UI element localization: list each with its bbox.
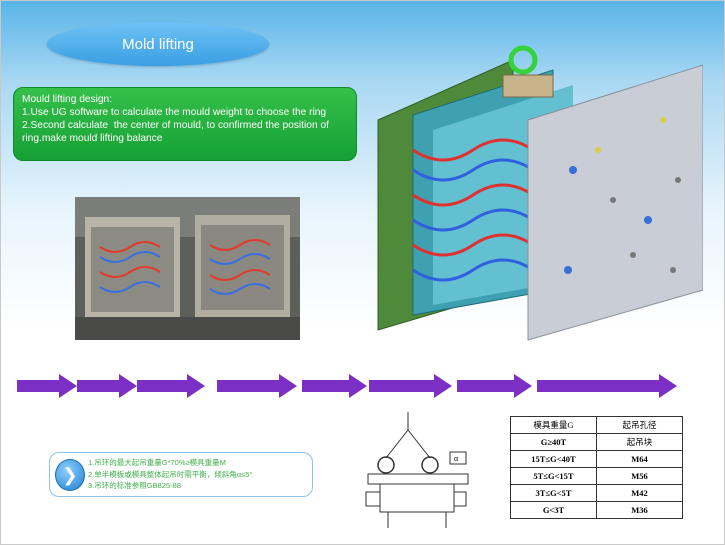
chevron-right-icon[interactable]: ❯ [55, 459, 85, 491]
header-hole: 起吊孔径 [596, 416, 683, 434]
table-row: 15T≤G<40T M64 [510, 450, 683, 468]
row-weight: G<3T [510, 501, 597, 519]
header-weight: 模具重量G [510, 416, 597, 434]
mold-3d-render [373, 40, 704, 345]
row-weight: G≥40T [510, 433, 597, 451]
table-row: 3T≤G<5T M42 [510, 484, 683, 502]
slide-title: Mold lifting [47, 22, 269, 66]
design-heading: Mould lifting design: [22, 94, 113, 105]
row-hole: M42 [596, 484, 683, 502]
lifting-ring-diagram: α [365, 412, 469, 528]
mold-photo [75, 197, 300, 340]
design-line-1: 1.Use UG software to calculate the mould… [22, 107, 327, 118]
table-row: G<3T M36 [510, 501, 683, 519]
row-hole: 起吊块 [596, 433, 683, 451]
row-weight: 15T≤G<40T [510, 450, 597, 468]
table-row: G≥40T 起吊块 [510, 433, 683, 451]
row-hole: M36 [596, 501, 683, 519]
process-arrows [17, 374, 677, 398]
lifting-design-box: Mould lifting design: 1.Use UG software … [13, 87, 357, 161]
ring-size-table: 模具重量G 起吊孔径 G≥40T 起吊块 15T≤G<40T M64 5T≤G<… [510, 416, 683, 519]
row-hole: M64 [596, 450, 683, 468]
row-weight: 3T≤G<5T [510, 484, 597, 502]
note-line-2: 2.单半模板或模具整体起吊时需平衡，倾斜角α≤5° [88, 469, 253, 479]
alpha-label: α [454, 454, 459, 463]
table-header-row: 模具重量G 起吊孔径 [510, 416, 683, 434]
row-weight: 5T≤G<15T [510, 467, 597, 485]
note-line-3: 3.吊环的标准参照GB825-88 [88, 481, 181, 490]
design-line-2: 2.Second calculate the center of mould, … [22, 120, 332, 144]
table-row: 5T≤G<15T M56 [510, 467, 683, 485]
note-line-1: 1.吊环的最大起吊重量G*70%≥模具重量M [88, 458, 226, 467]
lifting-notes: ❯ 1.吊环的最大起吊重量G*70%≥模具重量M 2.单半模板或模具整体起吊时需… [49, 452, 313, 497]
row-hole: M56 [596, 467, 683, 485]
